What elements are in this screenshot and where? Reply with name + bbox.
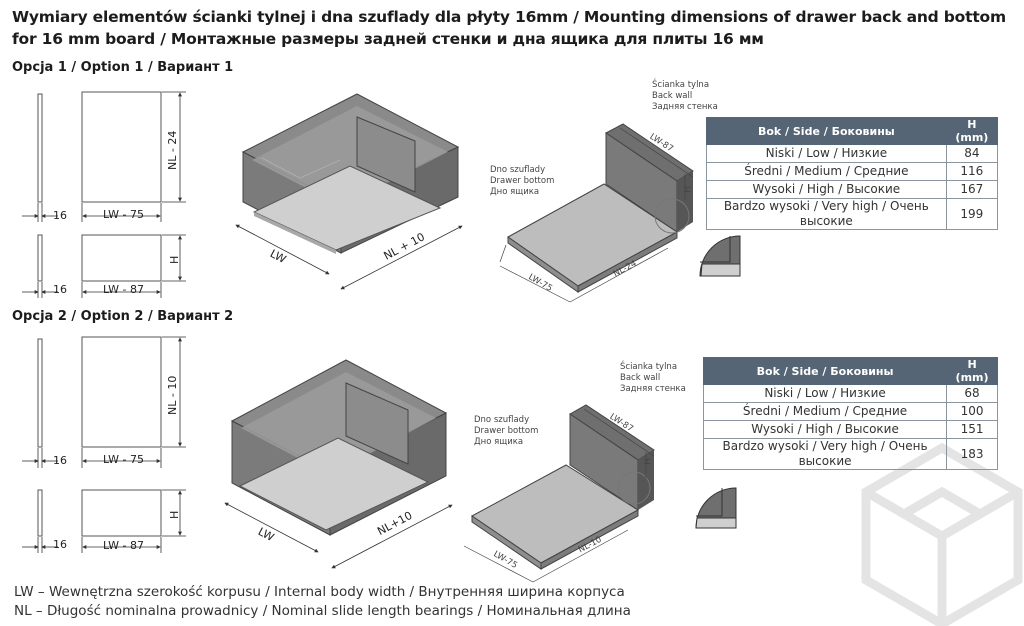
bottom-panel-front <box>81 489 162 537</box>
option2-flat-drawings <box>22 336 186 553</box>
bottom-panel-edge <box>37 489 43 537</box>
option2-drawer-box <box>224 359 453 569</box>
back-panel-front <box>81 91 162 203</box>
dim-height: H <box>168 510 181 519</box>
dim-length: NL - 24 <box>166 130 179 170</box>
dim-thickness: 16 <box>53 454 67 467</box>
iso-dim-h: H <box>643 458 654 465</box>
table-header: Bok / Side / Боковины <box>706 117 947 145</box>
legend-lw: LW – Wewnętrzna szerokość korpusu / Inte… <box>14 584 625 600</box>
table-row: Bardzo wysoki / Very high / Очень высоки… <box>702 438 998 470</box>
table-row: Bardzo wysoki / Very high / Очень высоки… <box>706 198 999 230</box>
option1-flat-drawings <box>22 91 186 298</box>
legend-nl: NL – Długość nominalna prowadnicy / Nomi… <box>14 603 631 619</box>
page-title: Wymiary elementów ścianki tylnej i dna s… <box>12 8 1006 48</box>
dim-length: NL - 10 <box>166 375 179 415</box>
iso-dim-h: H <box>683 186 694 193</box>
watermark-cube <box>861 442 1023 626</box>
dim-height: H <box>168 255 181 264</box>
option1-heading: Opcja 1 / Option 1 / Вариант 1 <box>12 60 234 75</box>
back-panel-edge <box>37 338 43 448</box>
dim-width: LW - 87 <box>103 539 144 552</box>
option2-iso-panels <box>463 404 737 583</box>
back-panel-front <box>81 336 162 448</box>
table-header: H (mm) <box>945 117 999 145</box>
table-header: Bok / Side / Боковины <box>702 357 948 385</box>
dim-width: LW - 75 <box>103 208 144 221</box>
dim-thickness: 16 <box>53 209 67 222</box>
option2-heading: Opcja 2 / Option 2 / Вариант 2 <box>12 309 234 324</box>
option1-drawer-box <box>235 93 463 290</box>
dim-width: LW - 75 <box>103 453 144 466</box>
dim-width: LW - 87 <box>103 283 144 296</box>
dim-thickness: 16 <box>53 283 67 296</box>
dim-thickness: 16 <box>53 538 67 551</box>
bottom-panel-front <box>81 234 162 282</box>
bottom-panel-edge <box>37 234 43 282</box>
option1-iso-panels <box>499 123 741 303</box>
table-header: H (mm) <box>946 357 998 385</box>
back-panel-edge <box>37 93 43 203</box>
